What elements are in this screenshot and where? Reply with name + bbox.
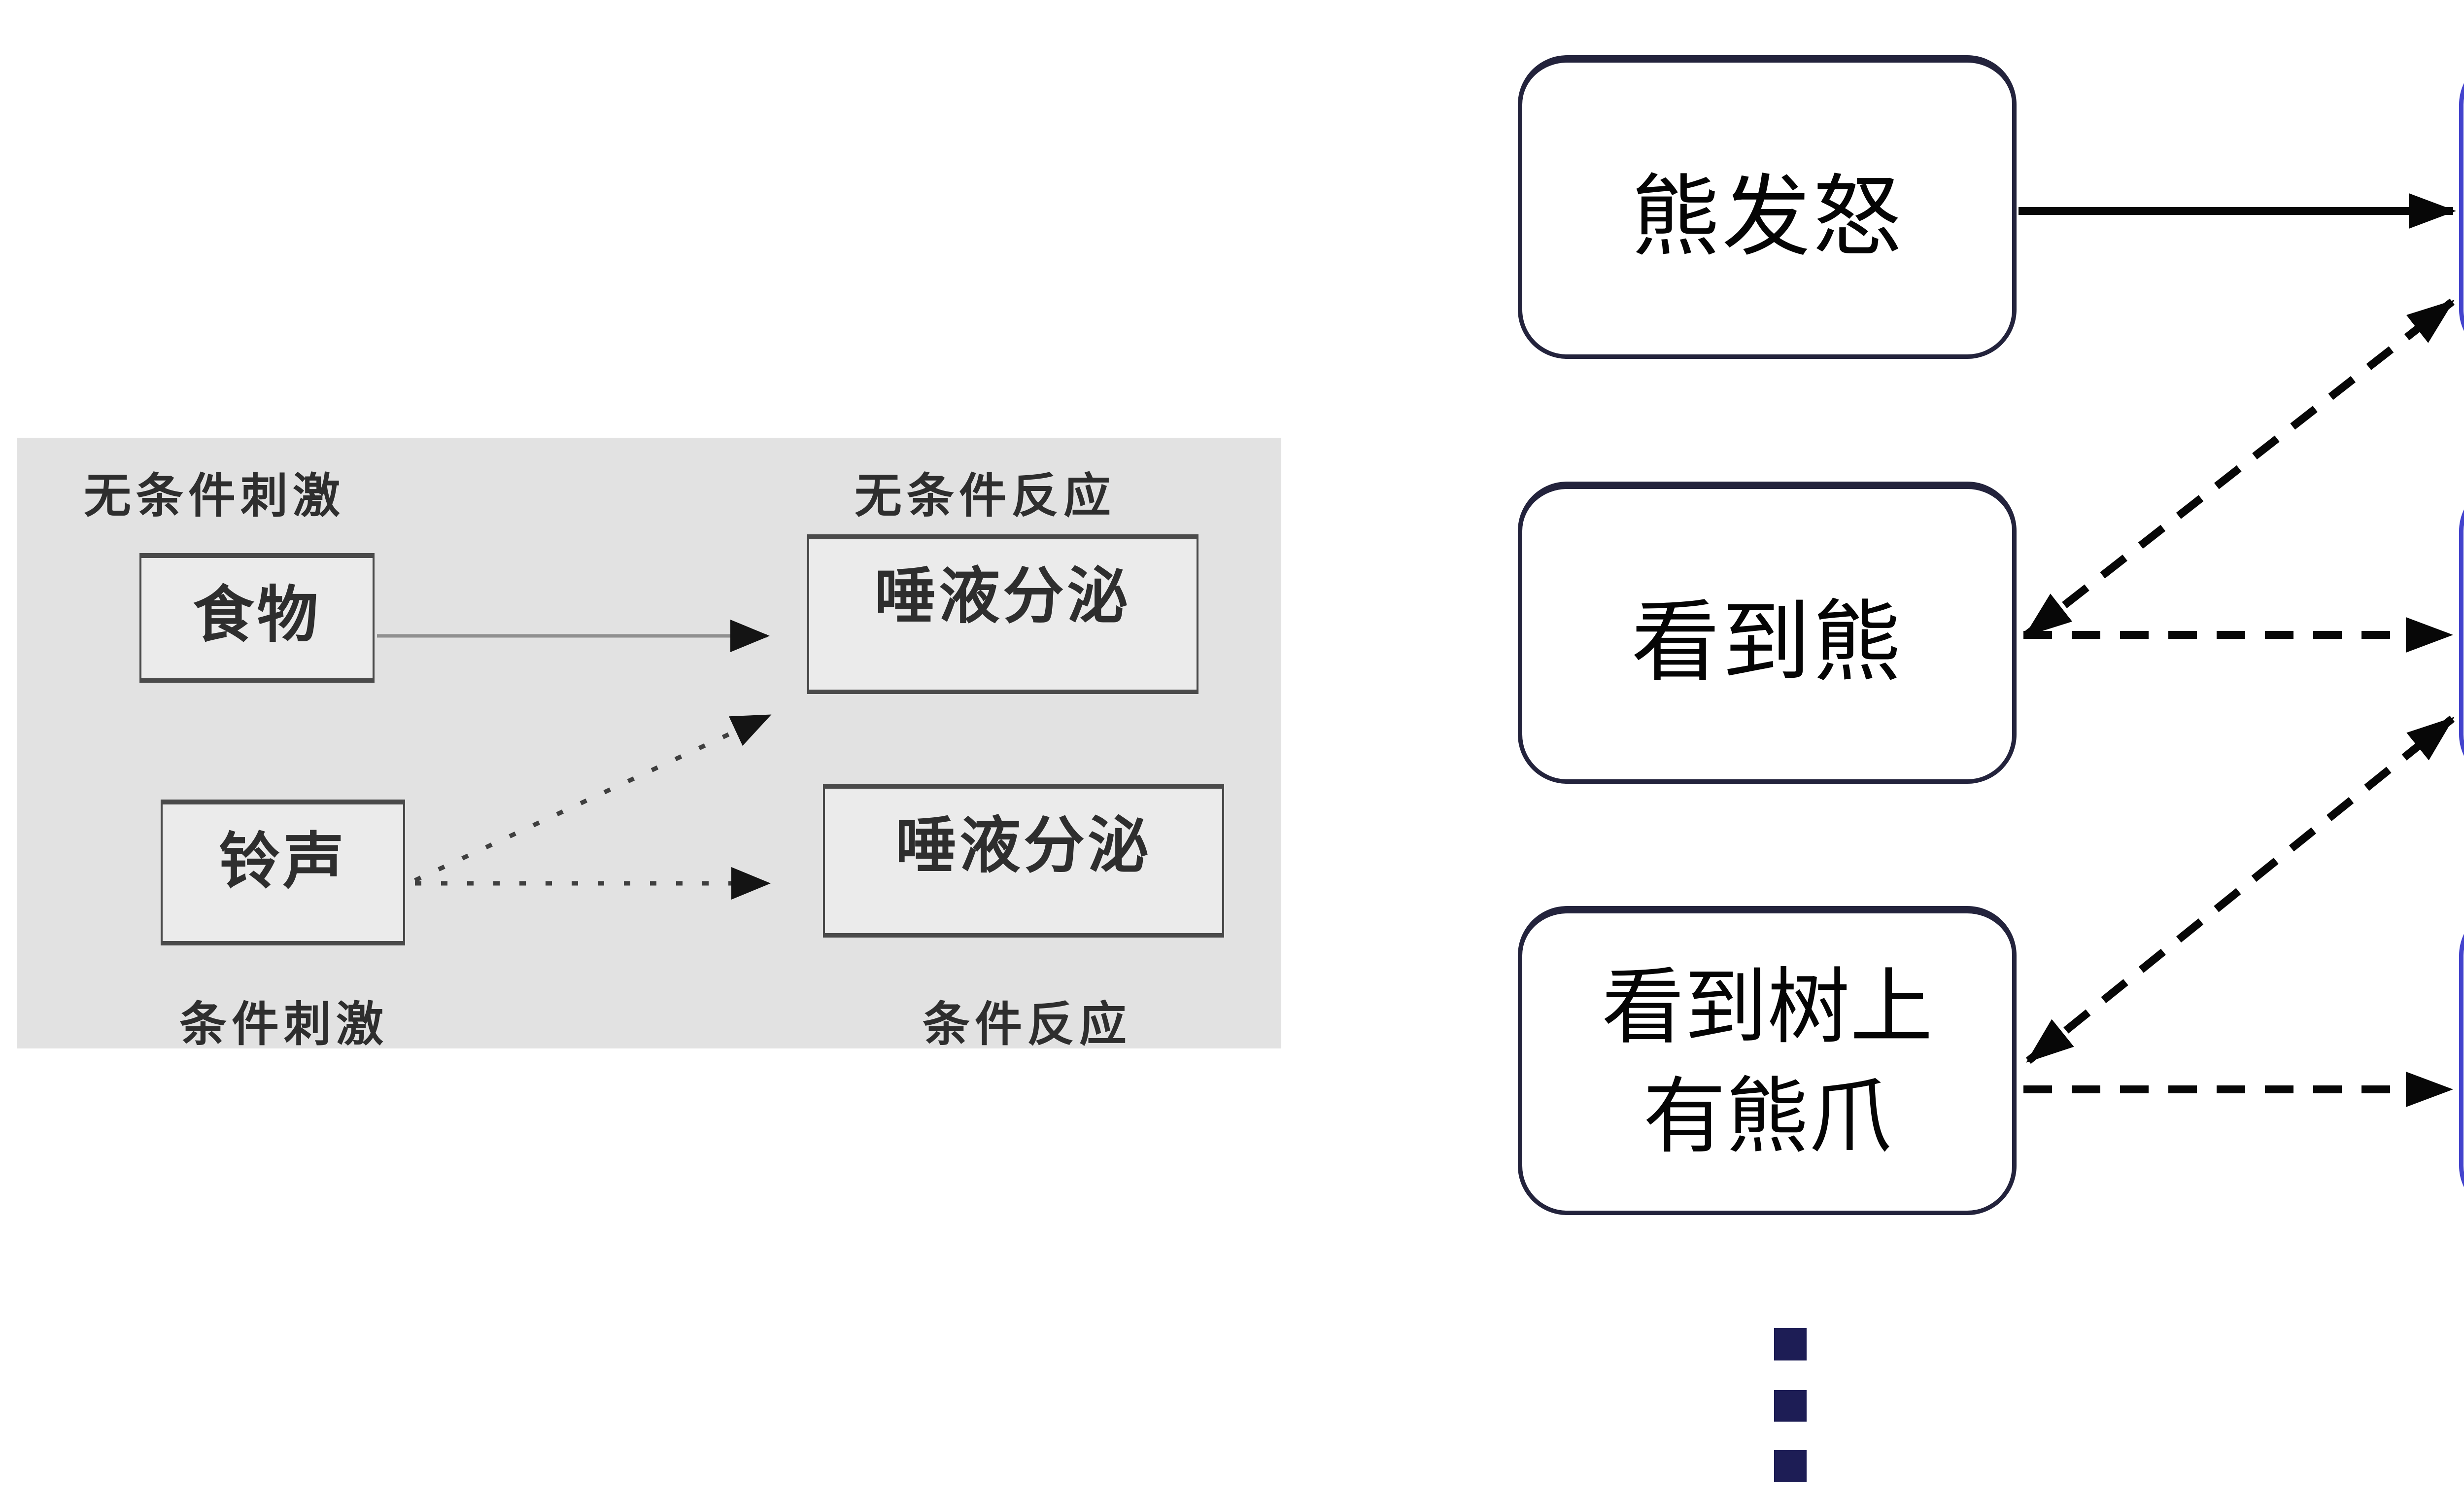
box-food-label: 食物 — [193, 581, 321, 649]
label-unconditioned-stimulus: 无条件刺激 — [84, 470, 345, 523]
label-conditioned-response: 条件反应 — [923, 998, 1131, 1051]
ellipsis-dots-left — [1774, 1328, 1807, 1482]
box-salivation-top: 唾液分泌 — [807, 534, 1198, 694]
box-reward: 奖励 — [2459, 55, 2464, 359]
box-see-bear: 看到熊 — [1518, 482, 2017, 784]
box-see-claws-label: 看到树上 有熊爪 — [1602, 953, 1933, 1172]
dashed-arrow-see-claws-value-next — [2025, 715, 2455, 1064]
box-see-claws-line1: 看到树上 — [1602, 960, 1933, 1053]
box-bear-rage: 熊发怒 — [1518, 55, 2017, 359]
box-see-claws-line2: 有熊爪 — [1643, 1070, 1891, 1163]
label-conditioned-stimulus: 条件刺激 — [179, 998, 388, 1051]
label-unconditioned-response: 无条件反应 — [855, 470, 1116, 523]
dashed-arrow-see-bear-reward — [2024, 298, 2455, 638]
box-value-current: V(s) — [2459, 906, 2464, 1215]
box-value-next: V(s′) — [2459, 482, 2464, 784]
box-salivation-bottom-label: 唾液分泌 — [895, 812, 1152, 880]
box-bell: 铃声 — [161, 800, 405, 945]
box-bear-rage-label: 熊发怒 — [1631, 167, 1903, 267]
box-see-bear-label: 看到熊 — [1631, 593, 1903, 692]
box-salivation-top-label: 唾液分泌 — [874, 562, 1131, 630]
box-food: 食物 — [139, 553, 375, 683]
box-bell-label: 铃声 — [218, 828, 347, 896]
box-salivation-bottom: 唾液分泌 — [823, 784, 1224, 938]
box-see-claws: 看到树上 有熊爪 — [1518, 906, 2017, 1215]
pavlov-panel: 无条件刺激 无条件反应 食物 唾液分泌 铃声 唾液分泌 条件刺激 条件反应 — [17, 438, 1281, 1051]
